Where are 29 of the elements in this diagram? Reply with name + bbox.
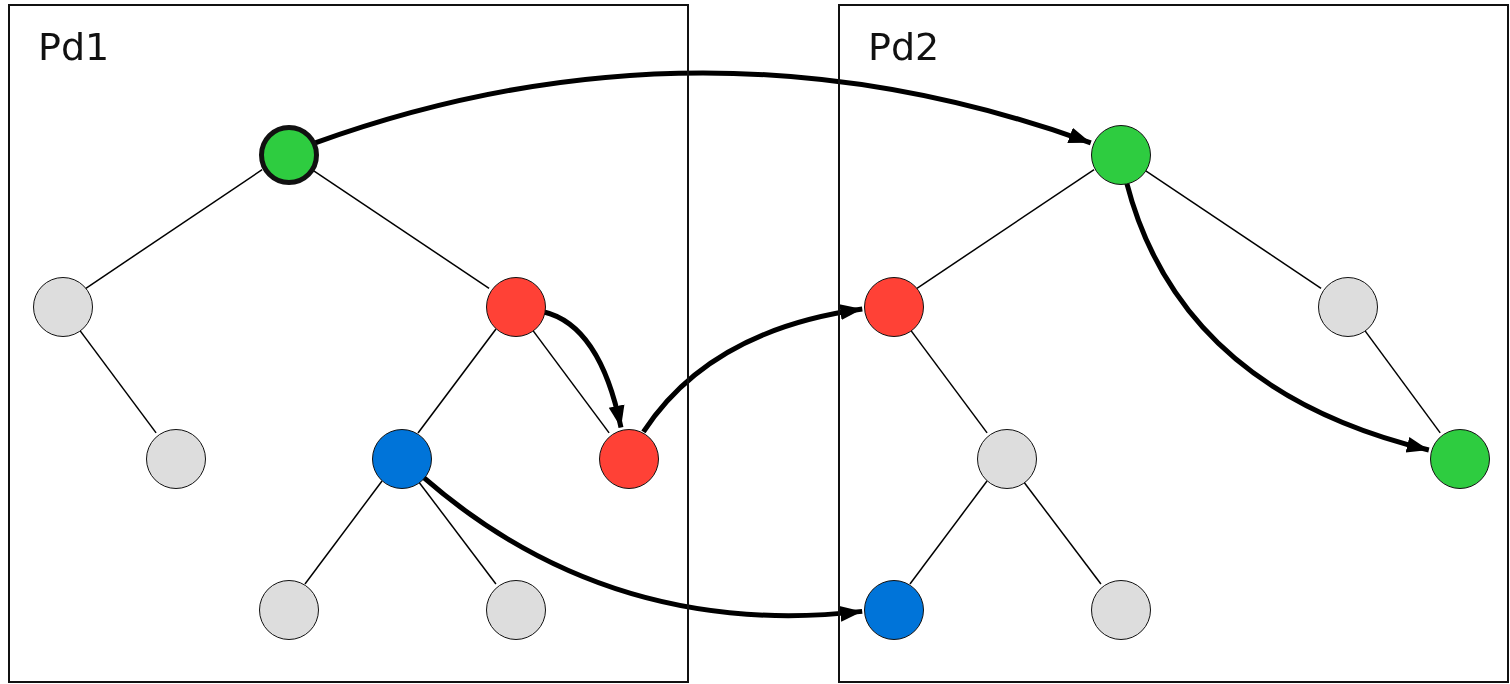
partition-label: Pd2 <box>868 28 940 66</box>
tree-node-circle <box>864 580 924 640</box>
tree-node-circle <box>1091 125 1151 185</box>
tree-node-circle <box>486 277 546 337</box>
tree-node-circle <box>33 277 93 337</box>
tree-node-circle <box>372 429 432 489</box>
arrow <box>314 70 1092 146</box>
tree-link <box>85 169 263 289</box>
tree-link <box>304 480 383 585</box>
tree-node-circle <box>1430 429 1490 489</box>
tree-node-circle <box>977 429 1037 489</box>
tree-node-circle <box>259 580 319 640</box>
tree-link <box>417 480 497 585</box>
tree-link <box>1022 480 1102 585</box>
tree-node-circle <box>1318 277 1378 337</box>
tree-node-circle <box>146 429 206 489</box>
tree-node-circle <box>599 429 659 489</box>
tree-node-circle <box>486 580 546 640</box>
tree-node-circle <box>1091 580 1151 640</box>
tree-node-circle <box>864 277 924 337</box>
partition-box <box>8 4 689 683</box>
partition-label: Pd1 <box>38 28 110 66</box>
arrow <box>641 304 863 434</box>
partition-box <box>838 4 1509 683</box>
tree-node-circle <box>259 125 319 185</box>
tree-link <box>916 168 1095 290</box>
tree-link <box>417 328 497 434</box>
tree-link <box>909 480 988 585</box>
arrow <box>421 474 863 622</box>
